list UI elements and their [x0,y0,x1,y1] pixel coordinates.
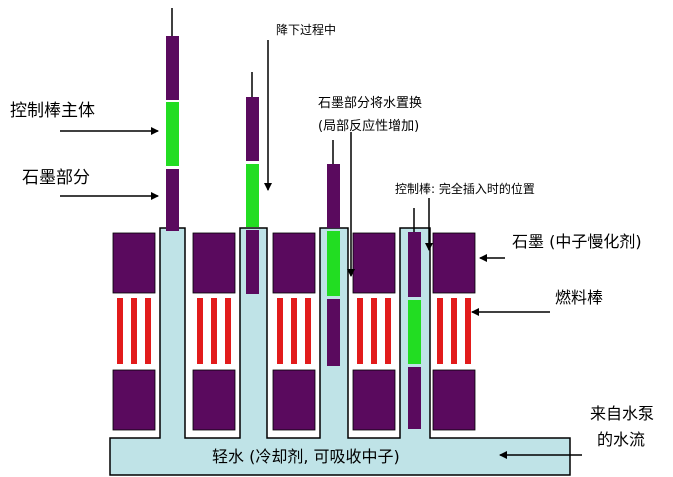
fuel-rod [371,298,377,364]
label-graphite-part: 石墨部分 [22,168,90,188]
label-pump-water-2: 的水流 [597,430,645,449]
graphite-block [432,369,476,431]
fuel-rod [145,298,151,364]
graphite-block [192,232,236,294]
fuel-rod [357,298,363,364]
graphite-blocks-bottom [112,369,476,431]
label-fuel-rod: 燃料棒 [555,288,603,307]
control-rod-withdrawn [166,8,179,231]
label-graphite-replace-water: 石墨部分将水置换 [318,96,422,111]
label-light-water: 轻水 (冷却剂, 可吸收中子) [212,447,400,466]
graphite-block [112,232,156,294]
graphite-block [272,369,316,431]
fuel-rod [211,298,217,364]
fuel-rods [117,298,471,364]
graphite-blocks-top [112,232,476,294]
fuel-rod [305,298,311,364]
label-pump-water-1: 来自水泵 [590,404,654,423]
label-descending: 降下过程中 [276,22,336,37]
graphite-block [112,369,156,431]
graphite-block [352,369,396,431]
fuel-rod [385,298,391,364]
fuel-rod [197,298,203,364]
label-reactivity-increase: (局部反应性增加) [318,118,419,134]
control-rod-descending [246,72,259,294]
label-graphite-moderator: 石墨 (中子慢化剂) [512,232,642,251]
fuel-rod [291,298,297,364]
fuel-rod [117,298,123,364]
graphite-block [192,369,236,431]
label-fully-inserted: 控制棒: 完全插入时的位置 [395,181,535,196]
fuel-rod [277,298,283,364]
graphite-block [352,232,396,294]
fuel-rod [465,298,471,364]
control-rod-fully-inserted [408,208,421,429]
fuel-rod [131,298,137,364]
fuel-rod [451,298,457,364]
fuel-rod [225,298,231,364]
control-rod-graphite-replacing [327,140,340,366]
fuel-rod [437,298,443,364]
graphite-block [432,232,476,294]
label-control-rod-body: 控制棒主体 [10,101,95,121]
graphite-block [272,232,316,294]
annotation-arrows [60,40,582,459]
